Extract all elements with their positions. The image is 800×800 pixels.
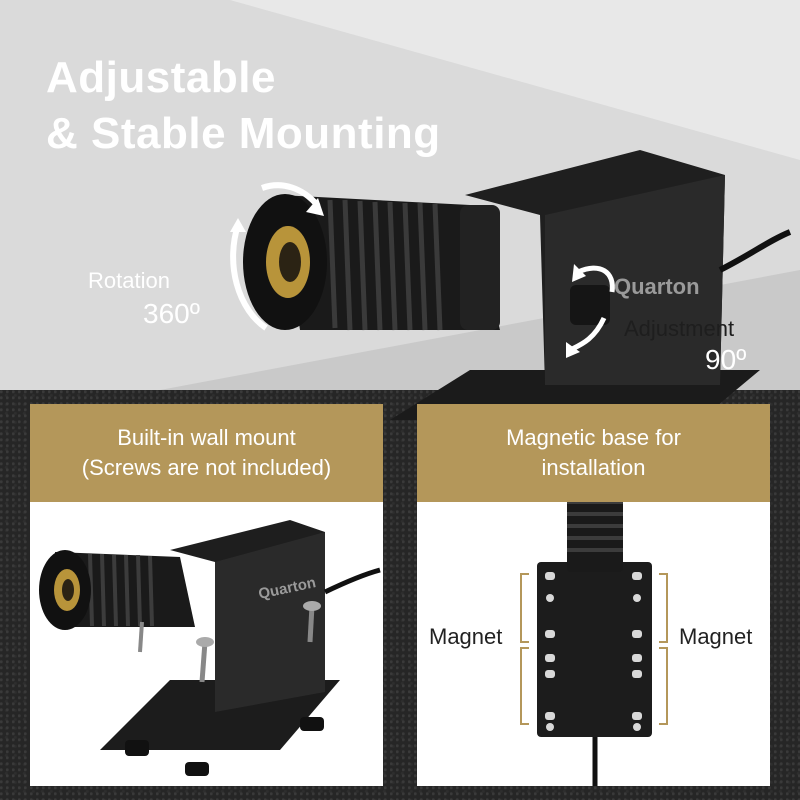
wall-mount-title: Built-in wall mount bbox=[117, 425, 296, 450]
rotation-value: 360º bbox=[143, 298, 200, 329]
screw-icon bbox=[138, 601, 321, 683]
magnetic-base-image: Magnet Magnet bbox=[417, 502, 770, 786]
laser-module bbox=[243, 194, 500, 331]
rotation-arrows-icon bbox=[230, 182, 321, 331]
headline: Adjustable & Stable Mounting bbox=[46, 50, 441, 162]
magnetic-base-panel: Magnetic base for installation bbox=[417, 404, 770, 786]
magnetic-base-subtitle: installation bbox=[541, 455, 646, 480]
magnet-label-right: Magnet bbox=[679, 624, 753, 649]
hero-brand-logo: Quarton bbox=[614, 274, 700, 299]
headline-line-1: Adjustable bbox=[46, 53, 276, 102]
headline-line-2: & Stable Mounting bbox=[46, 109, 441, 158]
adjustment-label: Adjustment bbox=[624, 316, 735, 341]
wall-mount-subtitle: (Screws are not included) bbox=[81, 455, 332, 480]
magnet-bracket-left-icon bbox=[520, 573, 529, 725]
magnetic-base-title: Magnetic base for bbox=[506, 425, 681, 450]
wall-mount-image: Quarton bbox=[30, 502, 383, 786]
wall-mount-panel: Built-in wall mount (Screws are not incl… bbox=[30, 404, 383, 786]
magnet-label-left: Magnet bbox=[429, 624, 503, 649]
magnet-bracket-right-icon bbox=[659, 573, 668, 725]
adjustment-value: 90º bbox=[705, 344, 747, 375]
rotation-label: Rotation bbox=[88, 268, 170, 293]
magnetic-base-panel-header: Magnetic base for installation bbox=[417, 404, 770, 502]
wall-mount-panel-header: Built-in wall mount (Screws are not incl… bbox=[30, 404, 383, 502]
